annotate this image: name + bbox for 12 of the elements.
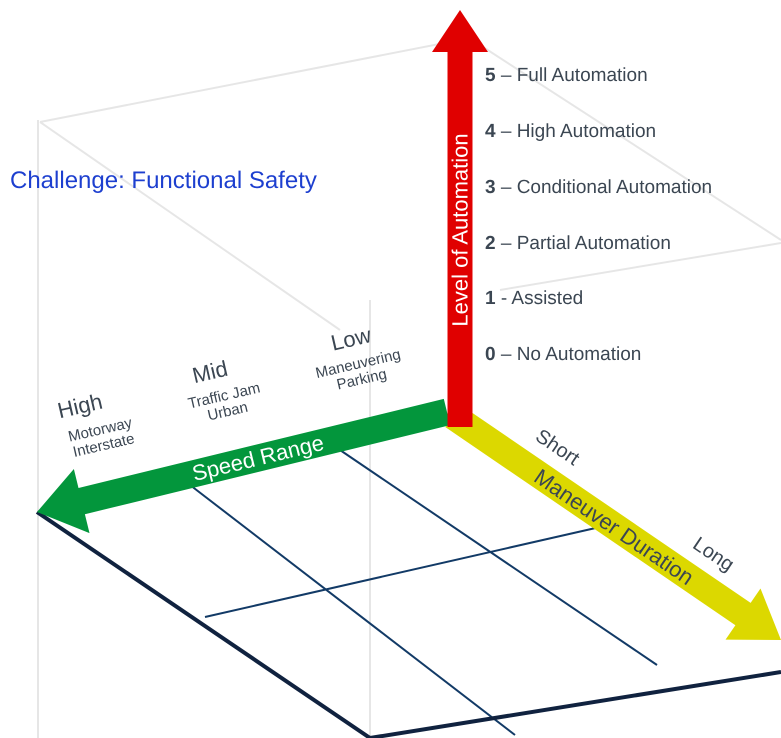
axis-title: Speed Range [190,430,326,486]
level-label: 1 - Assisted [485,289,584,309]
level-label: 5 – Full Automation [485,66,648,86]
level-label: 0 – No Automation [485,345,642,365]
speed-level-label: Low [328,323,374,355]
speed-level-label: Mid [190,356,230,388]
title: Challenge: Functional Safety [10,168,317,194]
level-label: 4 – High Automation [485,122,656,142]
level-label: 3 – Conditional Automation [485,178,712,198]
level-label: 2 – Partial Automation [485,234,671,254]
axis-title: Level of Automation [448,133,472,327]
speed-level-label: High [55,390,105,422]
